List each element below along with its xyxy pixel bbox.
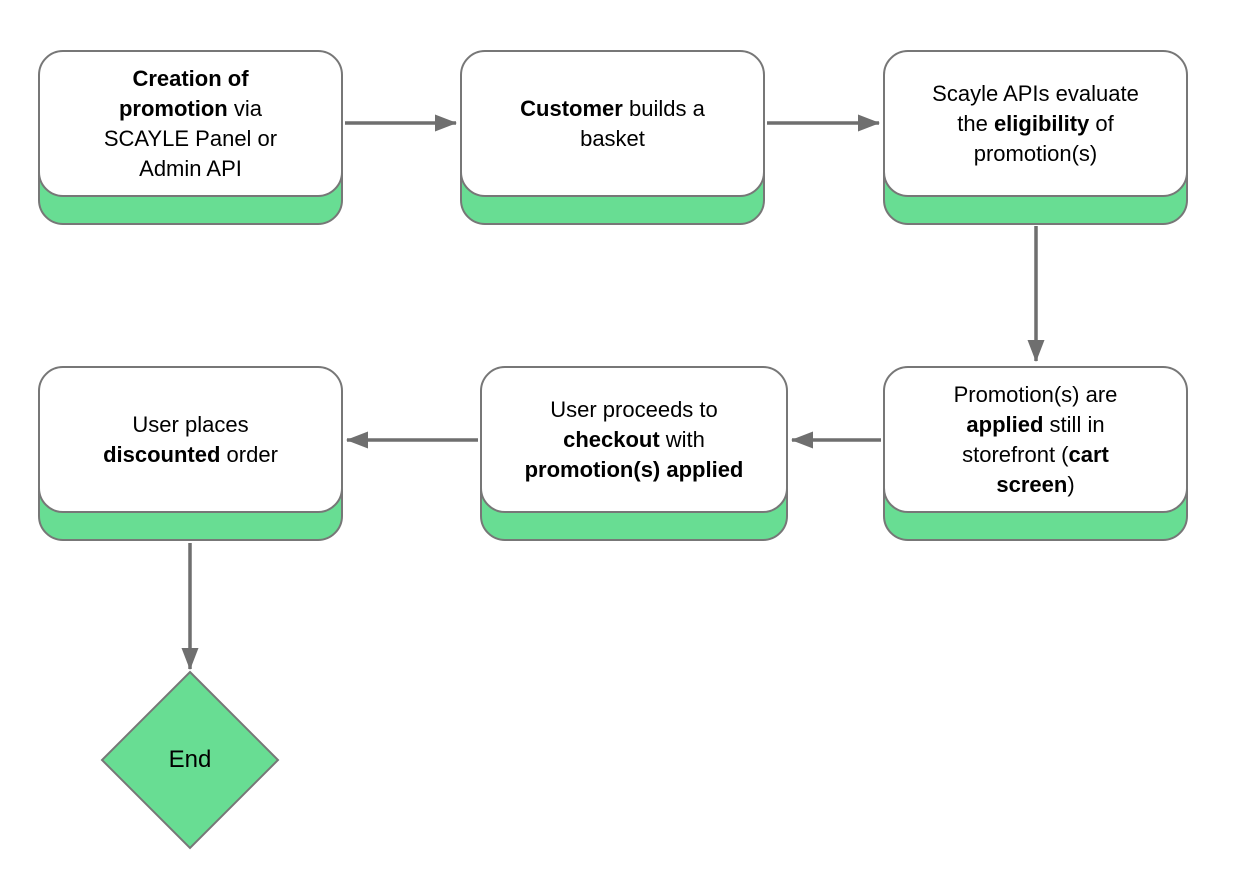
flow-step-label: Creation of promotion via SCAYLE Panel o… [91,64,291,184]
flow-step-label: Scayle APIs evaluate the eligibility of … [928,79,1143,169]
flow-step-label-segment: of promotion(s) [973,110,1114,166]
flow-step-label-segment: User proceeds to [550,396,718,422]
flow-step-label-segment: User places [132,411,249,437]
flow-step-customer-builds-basket: Customer builds a basket [460,50,765,225]
flow-step-discounted-order: User places discounted order [38,366,343,541]
flow-step-label-segment: Scayle APIs evaluate the [932,80,1139,136]
flow-step-label-segment: cart screen [996,441,1109,497]
flow-step-label: Promotion(s) are applied still in storef… [936,380,1136,500]
flow-step-label-segment: Creation of promotion [118,65,249,121]
flow-step-label-segment: Customer [520,95,623,121]
flow-step-label-segment: promotion(s) applied [524,456,744,482]
flow-step-label-segment: builds a basket [580,95,705,151]
flow-step-label-segment: discounted [103,441,221,467]
flow-step-label-segment: order [220,441,278,467]
flow-step-label-segment: Promotion(s) are [953,381,1118,407]
shape-group [100,670,280,850]
flow-step-label-segment: via SCAYLE Panel or Admin API [103,95,278,181]
flow-step-label-segment: still in storefront ( [962,411,1105,467]
flow-step-label-segment: ) [1067,471,1075,497]
end-label: End [168,746,212,773]
flow-step-label-segment: checkout [563,426,660,452]
flow-step-checkout-with-promotions: User proceeds to checkout with promotion… [480,366,788,541]
flow-step-apis-evaluate-eligibility: Scayle APIs evaluate the eligibility of … [883,50,1188,225]
flow-step-promotions-applied-cart: Promotion(s) are applied still in storef… [883,366,1188,541]
flow-step-face: Customer builds a basket [460,50,765,197]
flow-step-label: Customer builds a basket [508,94,718,154]
arrow-group [181,114,1045,670]
flow-step-promotion-creation: Creation of promotion via SCAYLE Panel o… [38,50,343,225]
flow-step-label: User proceeds to checkout with promotion… [514,395,754,485]
flow-step-face: Scayle APIs evaluate the eligibility of … [883,50,1188,197]
flow-step-label-segment: applied [966,411,1044,437]
flow-step-face: Promotion(s) are applied still in storef… [883,366,1188,513]
end-diamond [100,670,280,850]
flow-step-label-segment: eligibility [993,110,1090,136]
flow-step-face: Creation of promotion via SCAYLE Panel o… [38,50,343,197]
flow-step-label-segment: with [659,426,705,452]
flow-step-face: User proceeds to checkout with promotion… [480,366,788,513]
flow-step-label: User places discounted order [91,410,291,470]
flow-step-face: User places discounted order [38,366,343,513]
